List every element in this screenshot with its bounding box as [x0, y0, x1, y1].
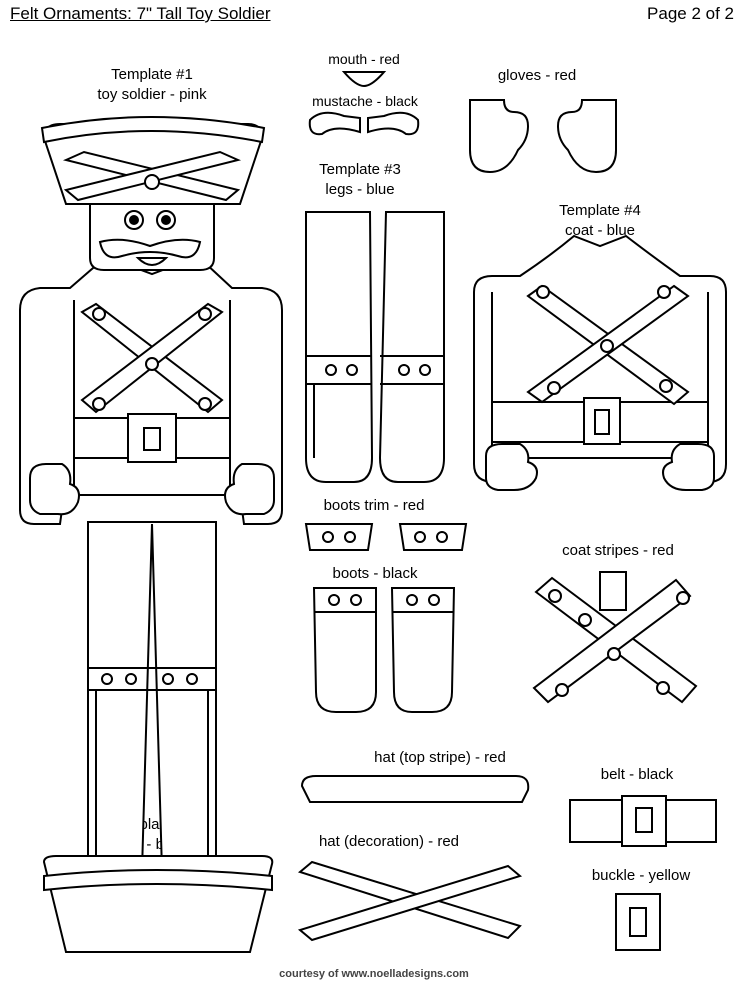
label-coat-stripes: coat stripes - red [562, 542, 674, 559]
label-hat-decoration: hat (decoration) - red [318, 833, 460, 850]
belt-piece [569, 795, 717, 847]
footer-credit: courtesy of www.noelladesigns.com [279, 968, 469, 980]
label-template1-title: Template #1 [111, 66, 193, 83]
gloves-pieces [469, 99, 617, 174]
toy-soldier-template [19, 116, 283, 941]
label-template4-sub: coat - blue [564, 222, 636, 239]
label-mustache: mustache - black [312, 93, 418, 109]
boots-trim-pieces [304, 523, 468, 551]
label-boots-trim: boots trim - red [323, 497, 425, 514]
label-belt: belt - black [600, 766, 674, 783]
coat-stripes-piece [532, 571, 698, 704]
boots-pieces [312, 587, 456, 713]
coat-template [473, 234, 727, 491]
label-template3-sub: legs - blue [325, 181, 395, 198]
label-mouth: mouth - red [328, 51, 400, 67]
label-hat-top-stripe: hat (top stripe) - red [374, 749, 506, 766]
page-title: Felt Ornaments: 7" Tall Toy Soldier [10, 4, 271, 23]
hat-decoration-piece [297, 860, 523, 942]
label-template1-sub: toy soldier - pink [97, 86, 207, 103]
mouth-piece [341, 71, 387, 88]
label-buckle: buckle - yellow [591, 867, 691, 884]
label-template4-title: Template #4 [559, 202, 641, 219]
hat-template [42, 855, 274, 953]
label-gloves: gloves - red [497, 67, 577, 84]
legs-template [305, 211, 445, 483]
label-boots: boots - black [332, 565, 418, 582]
buckle-piece [615, 893, 661, 951]
hat-top-stripe-piece [300, 775, 530, 803]
label-template3-title: Template #3 [319, 161, 401, 178]
page-number: Page 2 of 2 [647, 4, 734, 23]
mustache-piece [308, 111, 420, 136]
